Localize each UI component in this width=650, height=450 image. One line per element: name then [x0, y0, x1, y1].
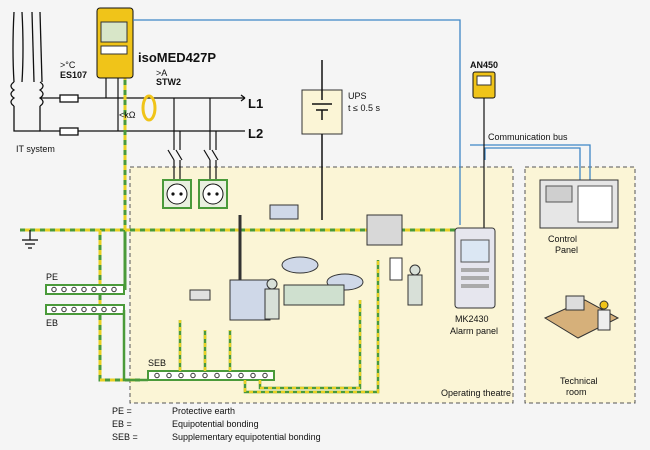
- mk2430-label: MK2430: [455, 314, 489, 324]
- power-socket-1: [162, 179, 192, 209]
- l1-label: L1: [248, 96, 263, 111]
- insulation-label: <kΩ: [119, 110, 136, 120]
- legend-abbr-pe: PE =: [112, 406, 132, 416]
- power-socket-2: [198, 179, 228, 209]
- it-system-label: IT system: [16, 144, 55, 154]
- temperature-label: >°C: [60, 60, 76, 70]
- workstation-icon: [543, 295, 620, 339]
- power-lines: [13, 94, 246, 136]
- seb-conductors: [122, 260, 380, 394]
- earth-icon: [22, 230, 38, 249]
- operating-theatre-label: Operating theatre: [441, 388, 511, 398]
- an450-label: AN450: [470, 60, 498, 70]
- technical-room-label-1: Technical: [560, 376, 598, 386]
- stw2-label: STW2: [156, 77, 181, 87]
- legend-text-seb: Supplementary equipotential bonding: [172, 432, 321, 442]
- eb-bar: [45, 304, 125, 315]
- eb-bar-label: EB: [46, 318, 58, 328]
- transformer-icon: [10, 11, 44, 107]
- es107-label: ES107: [60, 70, 87, 80]
- legend-text-pe: Protective earth: [172, 406, 235, 416]
- legend-text-eb: Equipotential bonding: [172, 419, 259, 429]
- communication-bus: [133, 19, 591, 225]
- seb-bar-label: SEB: [148, 358, 166, 368]
- control-panel-label-1: Control: [548, 234, 577, 244]
- an450-device-icon: [472, 71, 496, 99]
- pe-bar-label: PE: [46, 272, 58, 282]
- ups-time-label: t ≤ 0.5 s: [348, 103, 380, 113]
- pe-bar: [45, 284, 125, 295]
- alarm-panel-label: Alarm panel: [450, 326, 498, 336]
- legend: PE = Protective earth EB = Equipotential…: [112, 406, 321, 442]
- control-panel-label-2: Panel: [555, 245, 578, 255]
- technical-room-label-2: room: [566, 387, 587, 397]
- control-panel-icon: [539, 179, 619, 229]
- communication-bus-label: Communication bus: [488, 132, 568, 142]
- legend-abbr-seb: SEB =: [112, 432, 138, 442]
- ups-icon: [301, 60, 343, 220]
- mk2430-alarm-panel-icon: [454, 227, 496, 309]
- seb-bar: [147, 370, 275, 381]
- isomed-device-icon: [96, 7, 134, 79]
- l2-label: L2: [248, 126, 263, 141]
- ups-label: UPS: [348, 91, 367, 101]
- operating-equipment-icon: [189, 204, 423, 321]
- current-label: >A: [156, 68, 167, 78]
- legend-abbr-eb: EB =: [112, 419, 132, 429]
- current-transformer-icon: [141, 94, 157, 122]
- isomed-label: isoMED427P: [138, 50, 216, 65]
